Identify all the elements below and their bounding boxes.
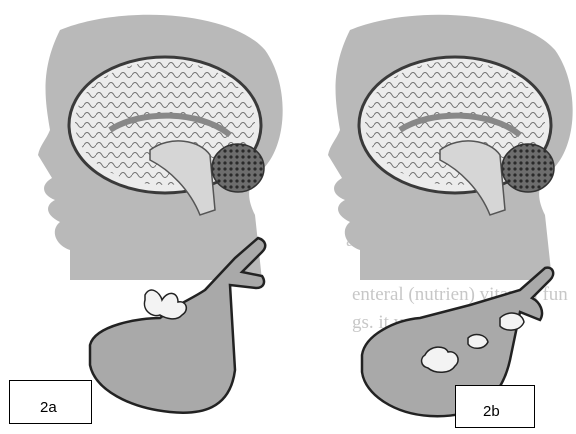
panel-label-2b: 2b: [455, 385, 535, 428]
panel-2a: [38, 15, 283, 413]
panel-label-2a-text: 2a: [40, 399, 57, 416]
panel-label-2a: 2a: [9, 380, 92, 424]
stone-2b-2: [468, 335, 488, 349]
panel-2b: [328, 15, 573, 416]
panel-label-2b-text: 2b: [483, 403, 500, 420]
stone-2a: [144, 290, 186, 319]
stone-2b-3: [500, 313, 524, 330]
